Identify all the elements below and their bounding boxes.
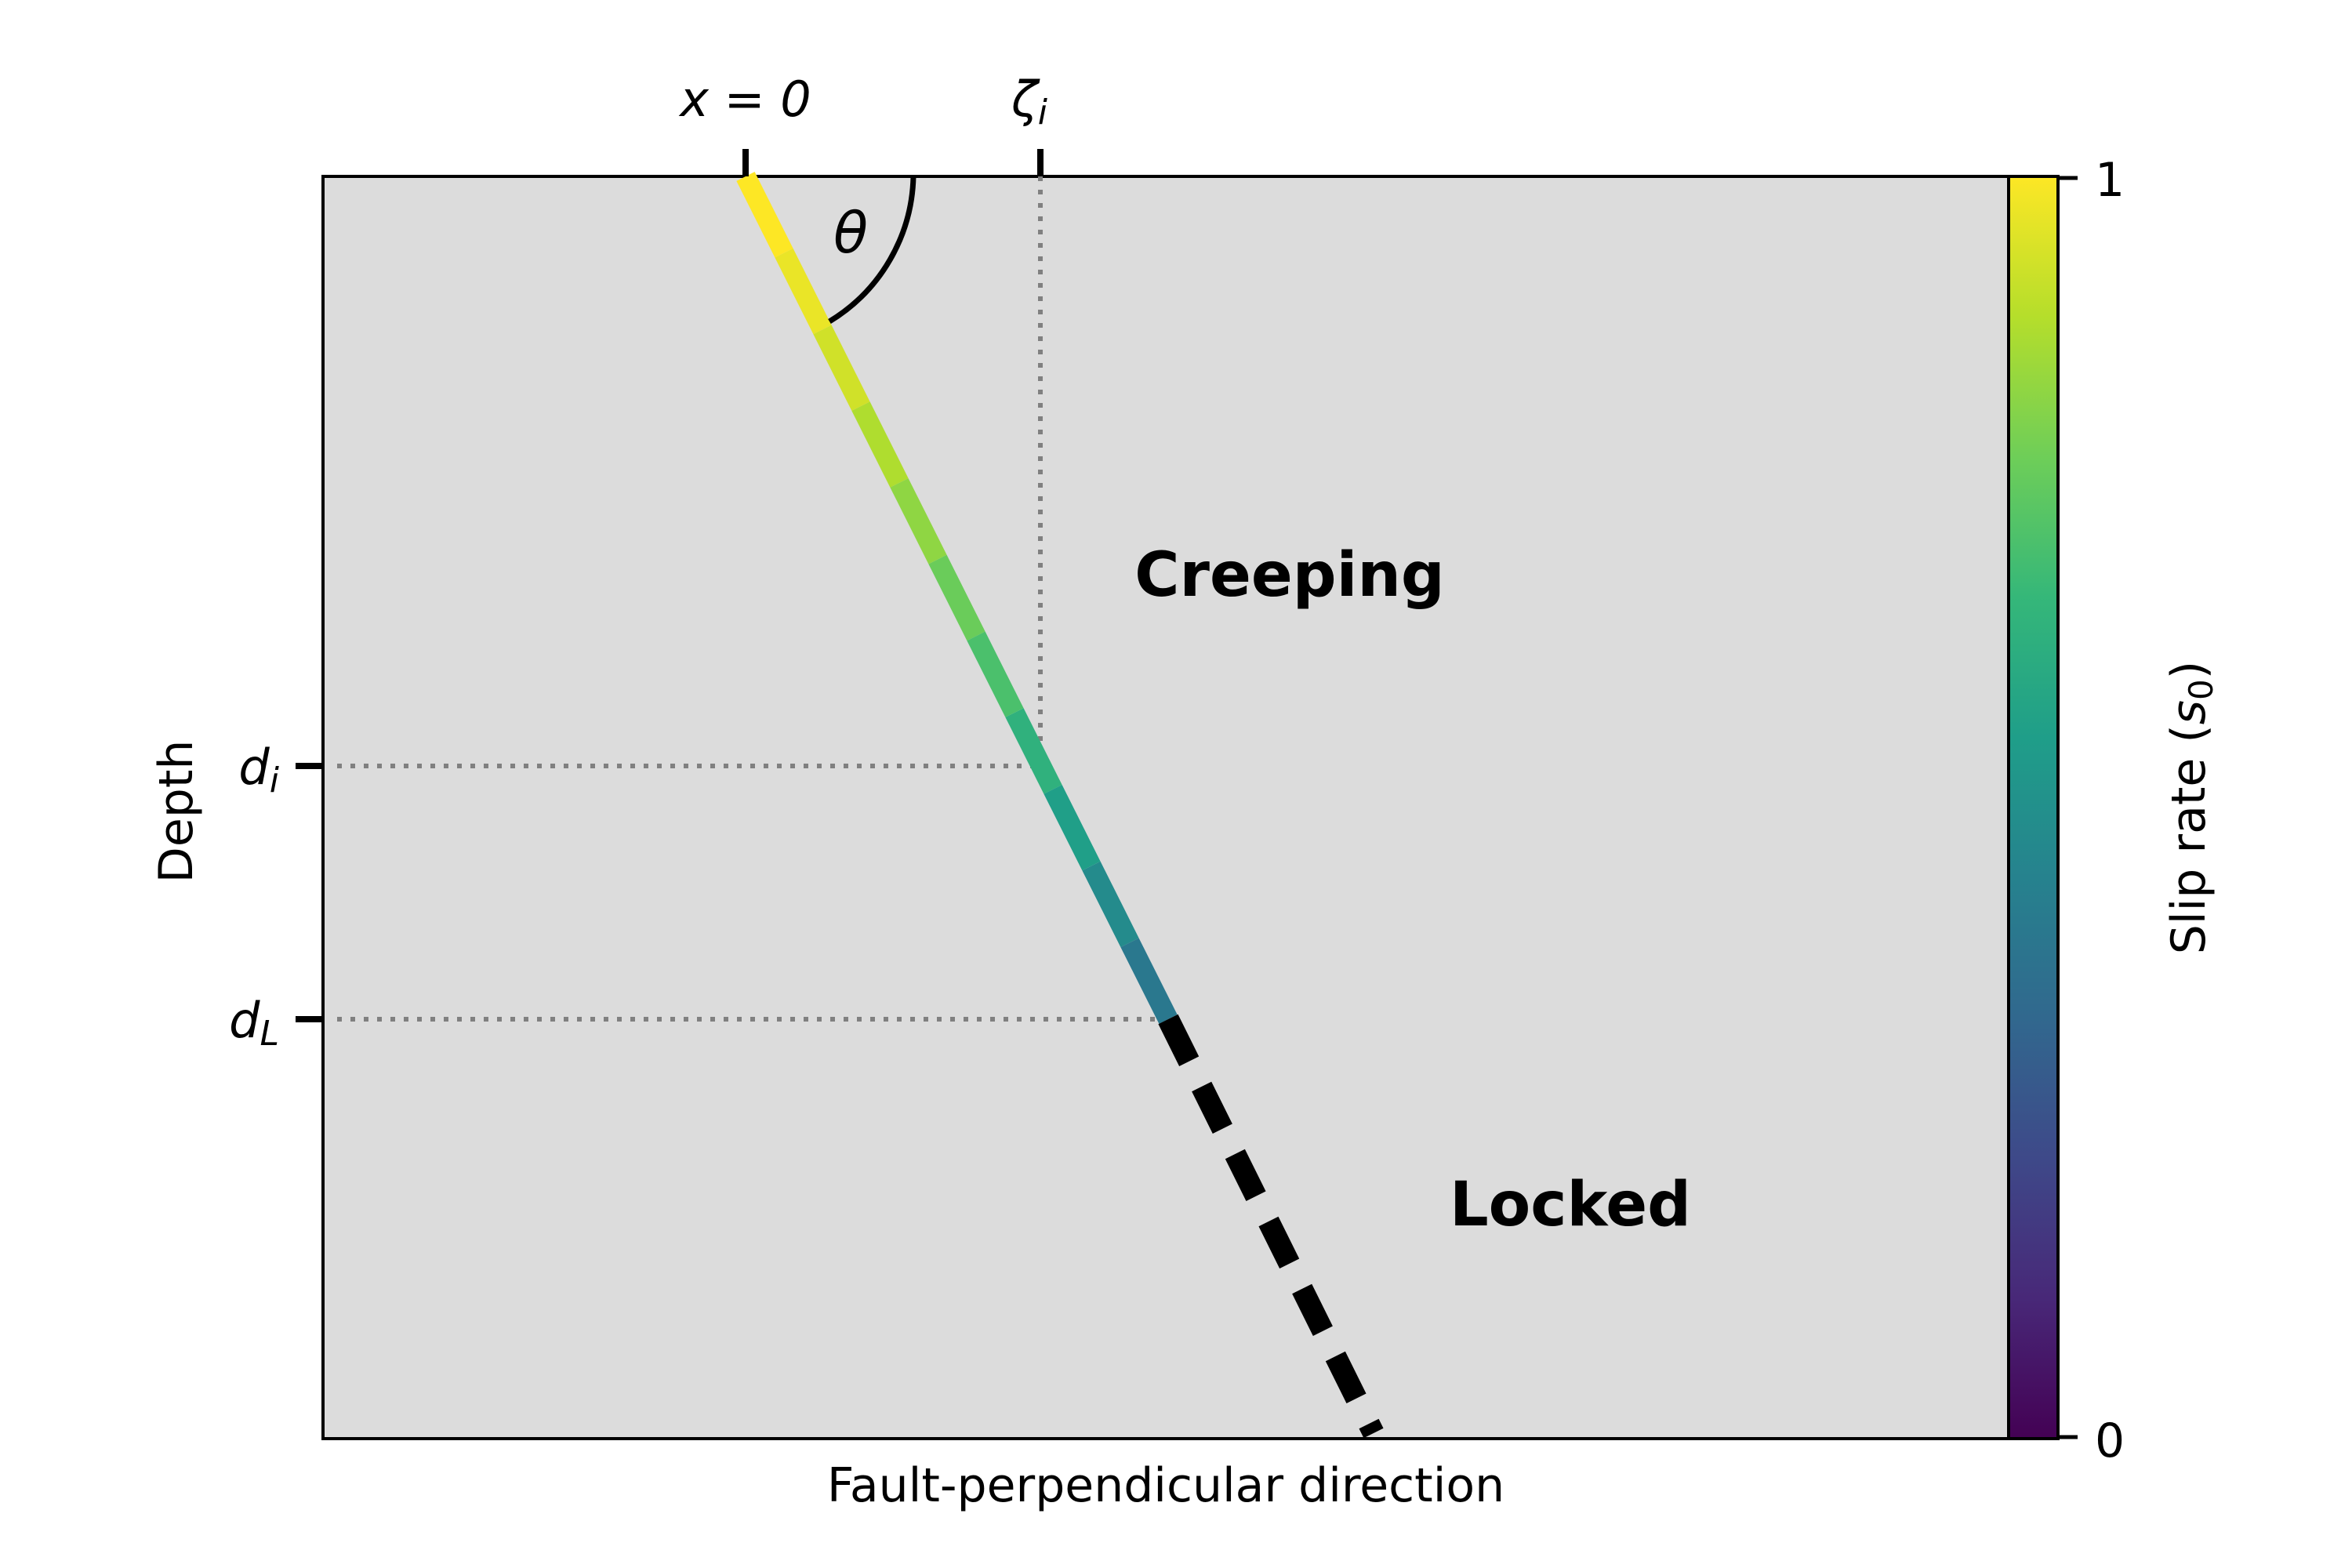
x0-label: x = 0 xyxy=(678,71,811,128)
zeta-label: ζi xyxy=(1011,71,1048,132)
fault-segment xyxy=(928,554,985,641)
di-label: di xyxy=(238,739,279,800)
theta-label: θ xyxy=(833,200,868,266)
fault-segment xyxy=(1120,938,1178,1024)
creeping-fault-segments xyxy=(736,172,1178,1024)
dL-label: dL xyxy=(229,992,279,1054)
creeping-label: Creeping xyxy=(1134,540,1444,611)
locked-fault-segment xyxy=(1158,1014,1384,1439)
colorbar-label: Slip rate (s0) xyxy=(2161,661,2220,954)
locked-label: Locked xyxy=(1450,1170,1691,1240)
fault-segment xyxy=(890,478,947,564)
fault-segment xyxy=(1005,708,1062,794)
fault-segment xyxy=(775,248,832,335)
colorbar-tick-label-min: 0 xyxy=(2095,1414,2125,1468)
x-axis-label: Fault-perpendicular direction xyxy=(827,1458,1504,1513)
theta-angle-arc xyxy=(828,176,916,324)
colorbar xyxy=(2007,175,2060,1440)
fault-segment xyxy=(851,401,909,488)
fault-segment xyxy=(1082,861,1139,948)
fault-segment xyxy=(736,172,793,258)
depth-axis-label: Depth xyxy=(149,740,204,884)
plot-area xyxy=(321,175,2010,1440)
fault-segment xyxy=(813,325,870,412)
colorbar-tick-label-max: 1 xyxy=(2095,153,2125,208)
fault-segment xyxy=(1044,784,1101,871)
fault-segment xyxy=(967,631,1024,717)
